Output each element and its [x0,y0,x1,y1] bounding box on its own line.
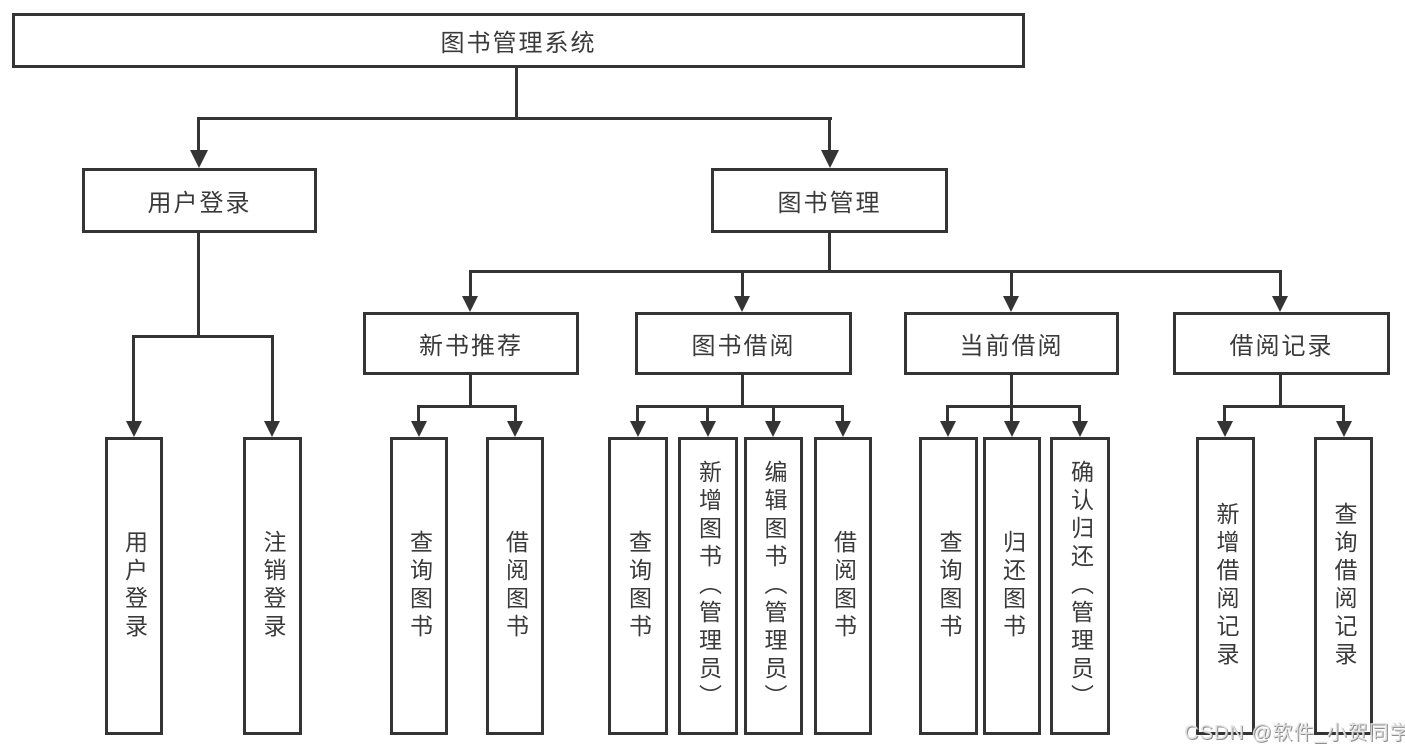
connector-bookmgmt-branch [469,270,1282,273]
leaf-borrow-edit-books-admin: 编辑图书（管理员） [744,437,803,735]
connector-borrow-stem [741,373,744,408]
connector-cb-leaf1-drop [946,405,949,424]
arrow-down-icon [630,421,646,437]
connector-newbook-stem [469,373,472,408]
arrow-down-icon [765,421,781,437]
connector-br-leaf1-drop [1223,405,1226,424]
node-root-system: 图书管理系统 [12,13,1025,68]
connector-records-stem [1279,373,1282,408]
connector-userlogin-drop [197,117,200,154]
leaf-current-query-books: 查询图书 [919,437,978,735]
connector-nb-leaf1-drop [417,405,420,424]
connector-l3-drop-2 [741,270,744,298]
connector-l3-drop-3 [1010,270,1013,298]
connector-bb-leaf4-drop [841,405,844,424]
leaf-user-login: 用户登录 [105,437,163,735]
connector-cb-leaf3-drop [1078,405,1081,424]
arrow-down-icon [940,421,956,437]
connector-l3-drop-1 [469,270,472,298]
arrow-down-icon [835,421,851,437]
leaf-current-return-books: 归还图书 [983,437,1041,735]
arrow-down-icon [700,421,716,437]
arrow-down-icon [411,421,427,437]
arrow-down-icon [507,421,523,437]
connector-root-branch [197,117,832,120]
arrow-down-icon [462,296,478,312]
connector-newbook-branch [418,405,517,408]
leaf-newbook-query-books: 查询图书 [390,437,448,735]
connector-bb-leaf1-drop [636,405,639,424]
connector-userlogin-stem [197,231,200,338]
connector-borrow-branch [636,405,844,408]
connector-current-branch [947,405,1081,408]
leaf-records-query-record: 查询借阅记录 [1314,437,1373,735]
node-new-book-recommend: 新书推荐 [363,312,579,375]
connector-l3-drop-4 [1279,270,1282,298]
csdn-watermark: CSDN @软件_小贺同学 [1184,722,1405,744]
node-book-borrow: 图书借阅 [635,312,852,375]
connector-userlogin-branch [133,335,274,338]
node-borrow-records: 借阅记录 [1173,312,1390,375]
leaf-newbook-borrow-books: 借阅图书 [486,437,544,735]
connector-records-branch [1224,405,1345,408]
leaf-borrow-query-books: 查询图书 [608,437,668,735]
connector-ul-leaf2-drop [271,335,274,424]
leaf-borrow-add-books-admin: 新增图书（管理员） [678,437,738,735]
arrow-down-icon [1336,421,1352,437]
arrow-down-icon [1272,296,1288,312]
node-user-login: 用户登录 [82,168,317,233]
connector-root-stem [515,66,518,120]
connector-bookmgmt-stem [828,231,831,273]
connector-bb-leaf2-drop [706,405,709,424]
arrow-down-icon [190,150,208,168]
node-current-borrow: 当前借阅 [904,312,1119,375]
arrow-down-icon [126,421,142,437]
arrow-down-icon [734,296,750,312]
arrow-down-icon [1072,421,1088,437]
arrow-down-icon [821,150,839,168]
connector-bookmgmt-drop [828,117,831,154]
leaf-borrow-borrow-books: 借阅图书 [814,437,872,735]
arrow-down-icon [1217,421,1233,437]
arrow-down-icon [1003,296,1019,312]
connector-cb-leaf2-drop [1010,405,1013,424]
connector-nb-leaf2-drop [514,405,517,424]
connector-ul-leaf1-drop [132,335,135,424]
connector-current-stem [1010,373,1013,408]
connector-br-leaf2-drop [1342,405,1345,424]
node-book-management: 图书管理 [711,168,948,233]
leaf-current-confirm-return-admin: 确认归还（管理员） [1050,437,1110,735]
leaf-logout: 注销登录 [243,437,302,735]
leaf-records-add-record: 新增借阅记录 [1196,437,1255,735]
connector-bb-leaf3-drop [772,405,775,424]
arrow-down-icon [264,421,280,437]
arrow-down-icon [1004,421,1020,437]
